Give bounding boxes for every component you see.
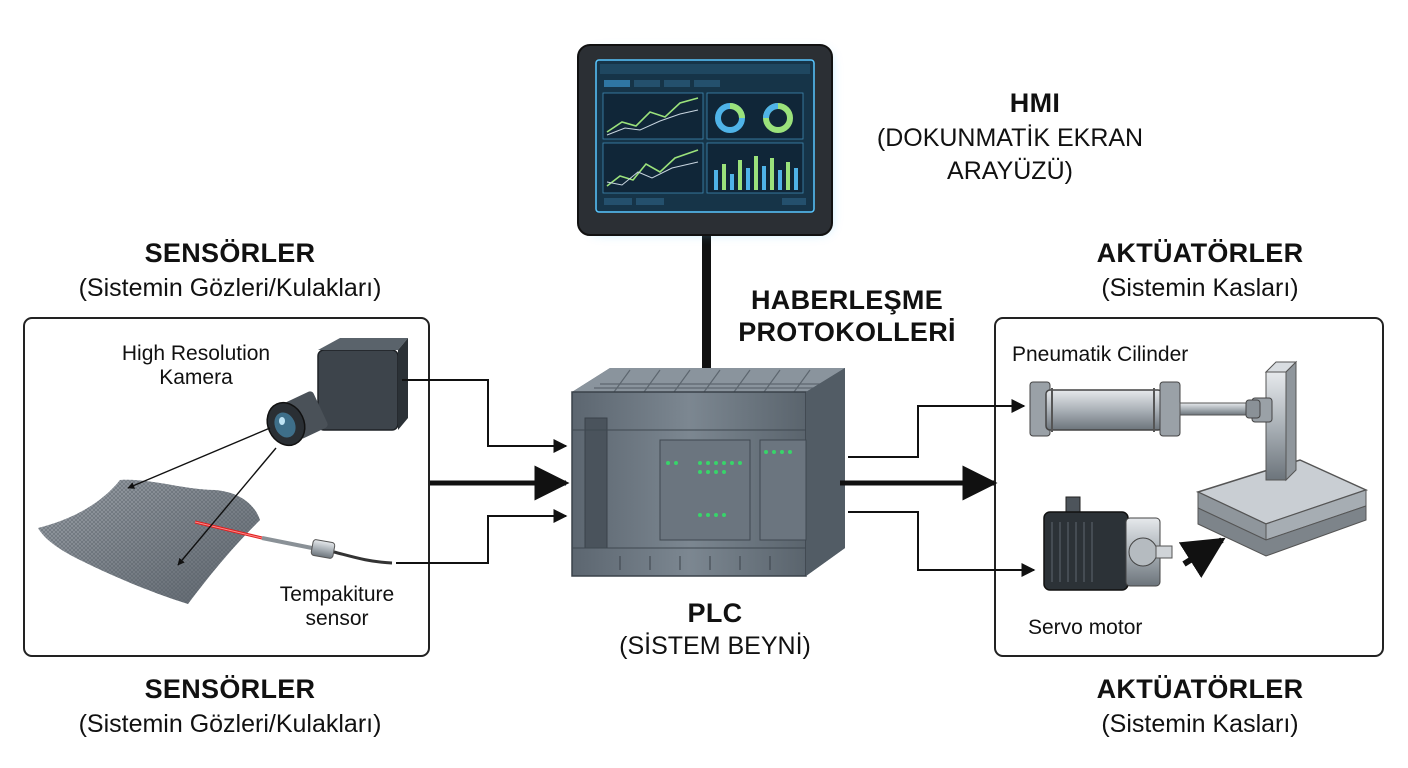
- protocols-line2: PROTOKOLLERİ: [738, 317, 956, 348]
- hmi-subtitle-line1: (DOKUNMATİK EKRAN: [876, 124, 1144, 152]
- actuators-subtitle-bottom: (Sistemin Kasları): [1101, 710, 1299, 739]
- hmi-title-block: HMI: [925, 88, 1145, 118]
- camera-icon: [266, 338, 408, 447]
- actuators-heading-top: AKTÜATÖRLER (Sistemin Kasları): [1050, 238, 1350, 302]
- sensors-box: [23, 317, 430, 657]
- hmi-cable: [702, 232, 711, 374]
- sensors-heading-top: SENSÖRLER (Sistemin Gözleri/Kulakları): [20, 238, 440, 302]
- servo-motor-icon: [1043, 496, 1173, 591]
- hmi-title: HMI: [1009, 88, 1061, 118]
- plc-subtitle: (SİSTEM BEYNİ): [619, 632, 811, 661]
- servo-label: Servo motor: [1028, 616, 1143, 639]
- actuators-title-top: AKTÜATÖRLER: [1096, 238, 1304, 268]
- cylinder-label: Pneumatik Cilinder: [1012, 343, 1189, 366]
- fabric-sheet-icon: [38, 479, 260, 604]
- actuators-heading-bottom: AKTÜATÖRLER (Sistemin Kasları): [1040, 674, 1360, 738]
- camera-label-line2: Kamera: [159, 365, 233, 389]
- sensors-subtitle-top: (Sistemin Gözleri/Kulakları): [78, 274, 382, 303]
- hmi-subtitle-line2: ARAYÜZÜ): [947, 156, 1073, 185]
- actuators-title-bottom: AKTÜATÖRLER: [1096, 674, 1304, 704]
- hmi-subtitle: (DOKUNMATİK EKRAN ARAYÜZÜ): [845, 122, 1175, 187]
- actuators-subtitle-top: (Sistemin Kasları): [1101, 274, 1299, 303]
- sensors-title-bottom: SENSÖRLER: [144, 674, 316, 704]
- hmi-touchscreen-icon: [577, 44, 833, 236]
- plc-title: PLC: [687, 598, 743, 628]
- protocols-label: HABERLEŞME PROTOKOLLERİ: [712, 284, 982, 349]
- temp-sensor-line2: sensor: [305, 606, 369, 630]
- press-plate-icon: [1195, 360, 1369, 557]
- camera-label: High Resolution Kamera: [96, 342, 296, 389]
- sensors-heading-bottom: SENSÖRLER (Sistemin Gözleri/Kulakları): [10, 674, 450, 738]
- temp-sensor-line1: Tempakiture: [279, 583, 395, 606]
- sensors-title-top: SENSÖRLER: [144, 238, 316, 268]
- plc-label: PLC (SİSTEM BEYNİ): [590, 598, 840, 660]
- plc-controller-icon: [571, 368, 845, 577]
- protocols-line1: HABERLEŞME: [750, 285, 943, 315]
- sensors-subtitle-bottom: (Sistemin Gözleri/Kulakları): [78, 710, 382, 739]
- temperature-probe-icon: [261, 536, 393, 565]
- temp-sensor-label: Tempakiture sensor: [252, 583, 422, 630]
- pneumatic-cylinder-icon: [1029, 381, 1261, 437]
- camera-label-line1: High Resolution: [121, 342, 271, 365]
